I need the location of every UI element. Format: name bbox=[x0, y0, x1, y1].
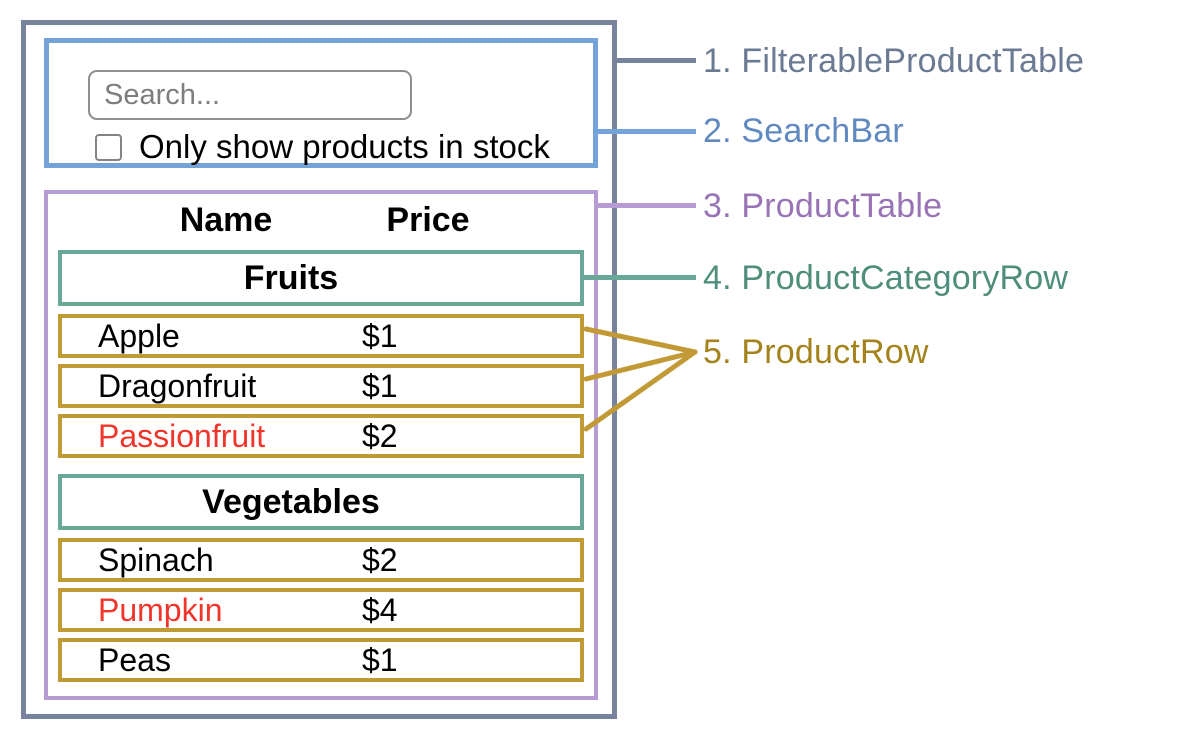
product-name-cell: Apple bbox=[98, 318, 180, 354]
connector-line-product-category-row bbox=[584, 275, 696, 280]
in-stock-filter-row: Only show products in stock bbox=[95, 130, 550, 164]
product-row: Peas $1 bbox=[58, 638, 584, 682]
product-row: Apple $1 bbox=[58, 314, 584, 358]
table-header-row: Name Price bbox=[48, 194, 594, 244]
product-row: Passionfruit $2 bbox=[58, 414, 584, 458]
product-price-cell: $1 bbox=[362, 318, 398, 354]
annotation-label-2: 2. SearchBar bbox=[703, 112, 904, 150]
product-price-cell: $2 bbox=[362, 418, 398, 454]
in-stock-checkbox-label: Only show products in stock bbox=[139, 128, 550, 165]
product-price-cell: $4 bbox=[362, 592, 398, 628]
product-name-cell: Peas bbox=[98, 642, 171, 678]
product-category-row: Vegetables bbox=[58, 474, 584, 530]
column-header-price: Price bbox=[386, 201, 470, 239]
search-bar-box: Only show products in stock bbox=[44, 38, 598, 168]
in-stock-checkbox[interactable] bbox=[95, 133, 122, 161]
annotation-label-4: 4. ProductCategoryRow bbox=[703, 259, 1069, 297]
product-price-cell: $1 bbox=[362, 368, 398, 404]
annotation-label-3: 3. ProductTable bbox=[703, 187, 943, 225]
connector-line-product-table bbox=[595, 203, 696, 208]
product-price-cell: $2 bbox=[362, 542, 398, 578]
product-row: Dragonfruit $1 bbox=[58, 364, 584, 408]
product-row: Pumpkin $4 bbox=[58, 588, 584, 632]
product-category-row: Fruits bbox=[58, 250, 584, 306]
product-name-cell: Spinach bbox=[98, 542, 214, 578]
product-name-cell: Passionfruit bbox=[98, 418, 266, 454]
product-name-cell: Dragonfruit bbox=[98, 368, 257, 404]
connector-line-search-bar bbox=[595, 129, 696, 134]
product-name-cell: Pumpkin bbox=[98, 592, 223, 628]
column-header-name: Name bbox=[179, 201, 273, 239]
annotation-label-1: 1. FilterableProductTable bbox=[703, 42, 1085, 80]
product-price-cell: $1 bbox=[362, 642, 398, 678]
search-input[interactable] bbox=[88, 70, 412, 120]
connector-line-filterable-product-table bbox=[614, 58, 696, 63]
filterable-product-table-box: Only show products in stock Name Price F… bbox=[21, 20, 617, 719]
product-row: Spinach $2 bbox=[58, 538, 584, 582]
annotation-label-5: 5. ProductRow bbox=[703, 333, 929, 371]
